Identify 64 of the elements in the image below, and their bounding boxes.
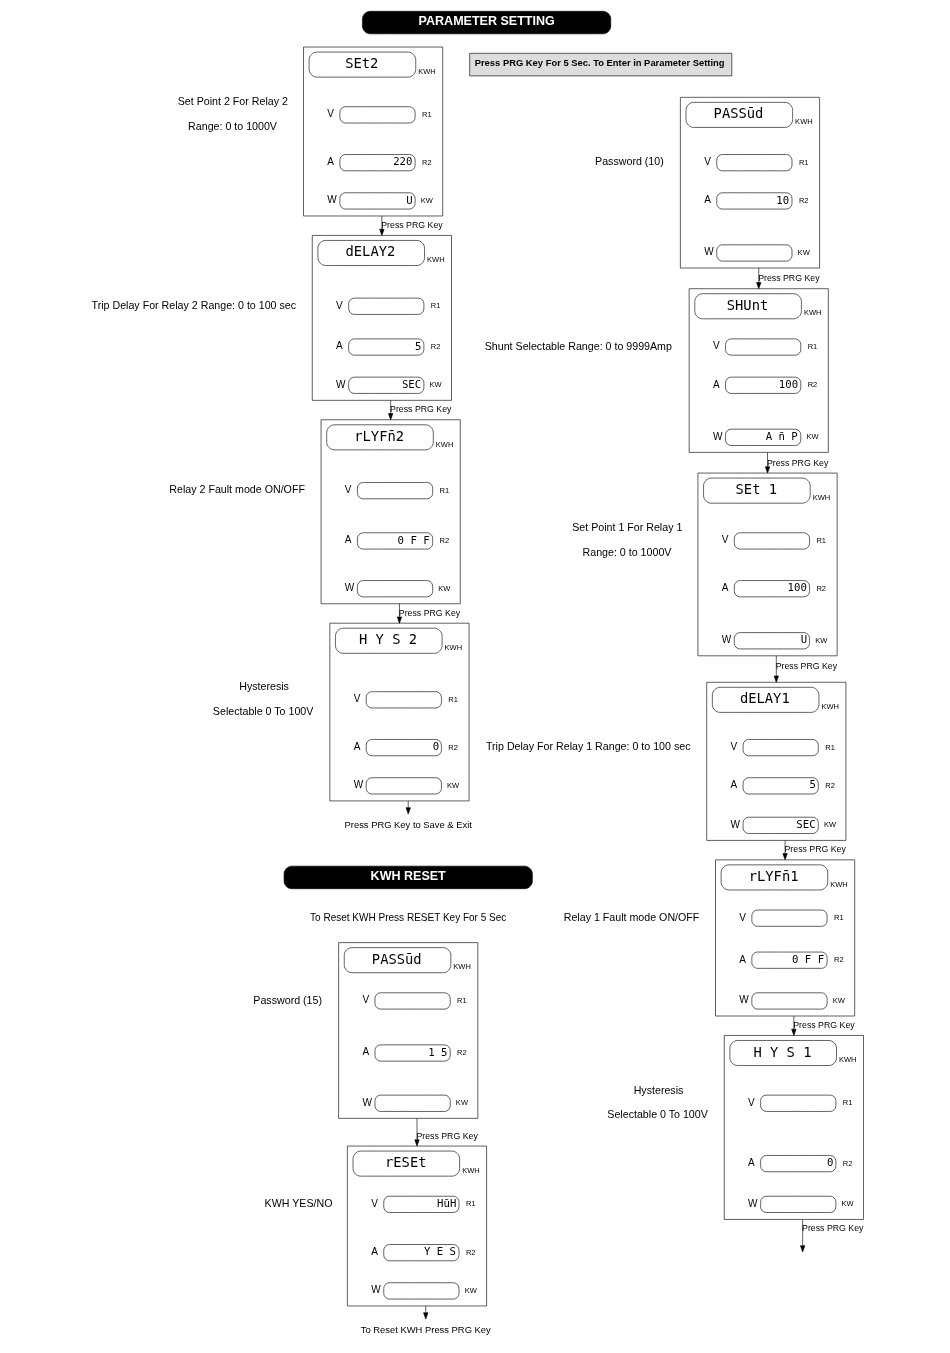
node-label: Range: 0 to 1000V [188, 119, 277, 132]
node-label: A [362, 1046, 370, 1058]
label: To Reset KWH Press RESET Key For 5 Sec [310, 911, 507, 923]
node-label: W [362, 1096, 372, 1108]
node-label: V [362, 994, 370, 1006]
node-label: A [344, 534, 352, 546]
node-label: Password (10) [595, 155, 664, 168]
node-label: Trip Delay For Relay 1 Range: 0 to 100 sec [485, 740, 691, 753]
node-label: Set Point 1 For Relay 1 [572, 521, 683, 534]
node-label: V [712, 340, 720, 352]
node-label: A [353, 740, 361, 752]
node-label: A [739, 953, 746, 965]
node-label: A [712, 378, 720, 390]
node-label: A [336, 340, 343, 352]
edge-label: Press PRG Key [775, 661, 838, 672]
edge-label: Press PRG Key [802, 1223, 864, 1234]
node-label: W [371, 1284, 381, 1296]
node-label: V [739, 911, 746, 923]
edge-label: Press PRG Key [784, 844, 846, 855]
node-label: A [748, 1157, 755, 1168]
node-label: W [327, 194, 337, 206]
node-text: Press PRG Key to Save & Exit [344, 818, 472, 830]
node-label: V [371, 1197, 378, 1209]
node-label: A [704, 194, 711, 206]
node-label: V [327, 108, 335, 120]
node-label: V [336, 299, 343, 311]
node-label: Trip Delay For Relay 2 Range: 0 to 100 sec [91, 298, 297, 311]
node-label: A [721, 582, 729, 594]
node-label: W [721, 634, 732, 646]
node-label: Password (15) [253, 993, 323, 1006]
node-label: V [704, 156, 711, 168]
edge-label: Press PRG Key [390, 404, 452, 415]
node-label: A [327, 156, 335, 168]
node-label: KWH YES/NO [264, 1196, 333, 1209]
node-label: Range: 0 to 1000V [582, 545, 672, 558]
edge-label: Press PRG Key [758, 273, 820, 284]
node-label: A [371, 1246, 378, 1258]
node-label: Relay 1 Fault mode ON/OFF [563, 910, 700, 923]
node-label: W [353, 779, 364, 791]
node-label: V [730, 740, 738, 752]
node-label: Relay 2 Fault mode ON/OFF [169, 483, 305, 496]
node-label: V [748, 1096, 755, 1108]
node-label: V [353, 693, 361, 705]
node-label: Selectable 0 To 100V [607, 1108, 708, 1121]
edge-label: Press PRG Key [381, 220, 443, 231]
node-label: Hysteresis [633, 1083, 684, 1096]
edge-label: Press PRG Key [793, 1020, 855, 1031]
node-text: To Reset KWH Press PRG Key [360, 1323, 491, 1335]
node-label: Set Point 2 For Relay 2 [177, 95, 288, 108]
node-label: W [344, 582, 355, 594]
node-label: A [730, 779, 738, 791]
node-label: V [344, 484, 352, 496]
edge-label: Press PRG Key [416, 1130, 478, 1141]
node-label: W [739, 994, 749, 1006]
edge-label: Press PRG Key [766, 457, 829, 468]
node-label: Selectable 0 To 100V [212, 704, 314, 717]
node-label: W [336, 378, 346, 390]
node-label: V [721, 534, 729, 546]
node-label: W [730, 818, 740, 830]
node-label: W [704, 246, 714, 258]
node-label: Hysteresis [239, 680, 289, 693]
node-label: Shunt Selectable Range: 0 to 9999Amp [484, 339, 672, 352]
node-label: W [748, 1197, 758, 1209]
node-label: W [712, 430, 723, 442]
